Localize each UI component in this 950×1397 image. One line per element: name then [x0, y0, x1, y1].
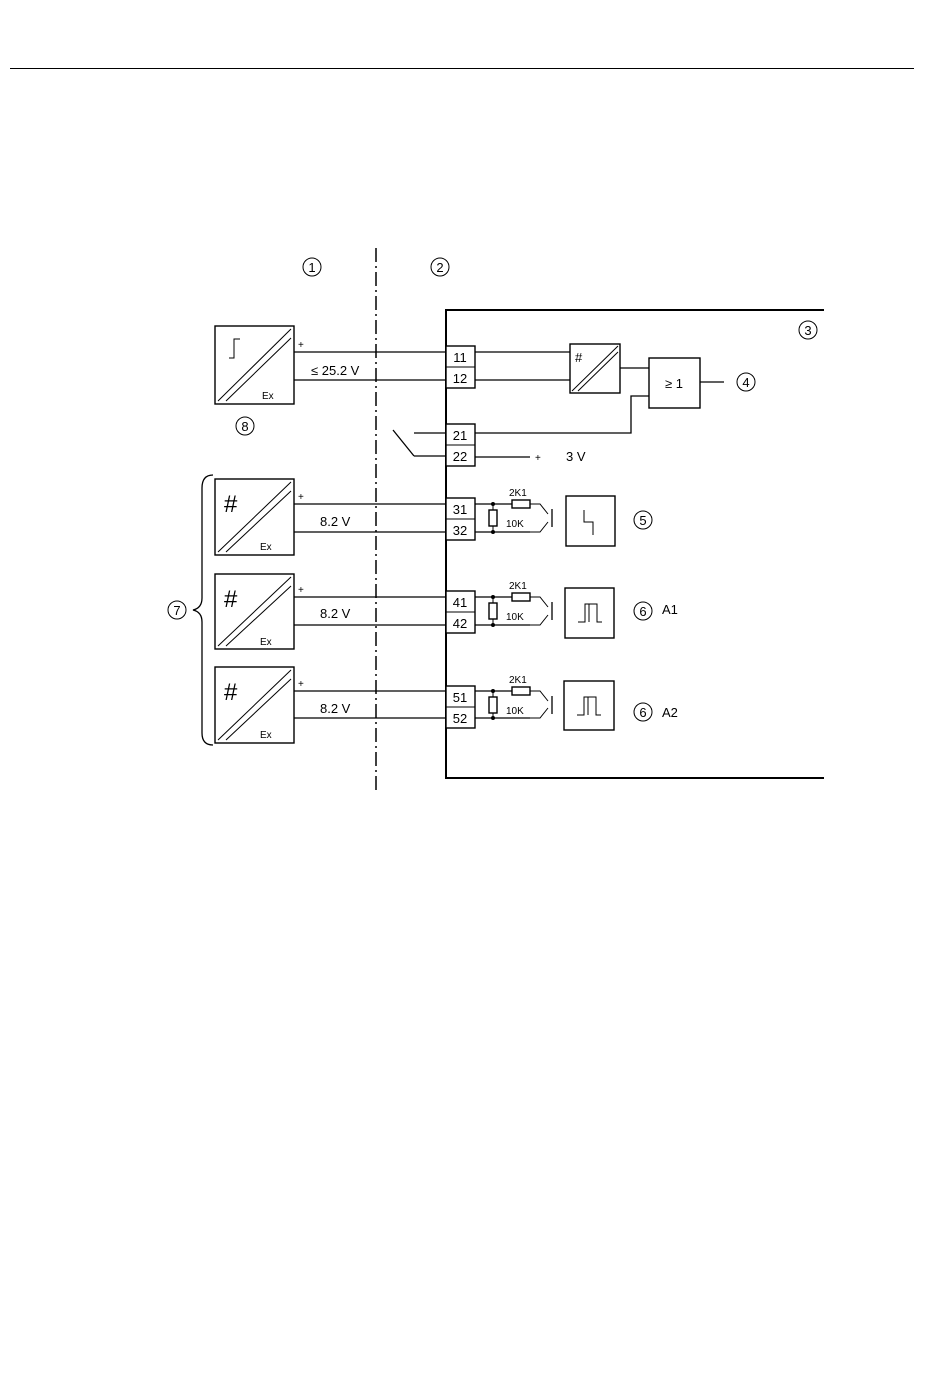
- callout-zone-1: 1: [303, 258, 321, 276]
- svg-text:4: 4: [742, 375, 749, 390]
- svg-text:2K1: 2K1: [509, 488, 527, 499]
- svg-text:12: 12: [453, 371, 467, 386]
- svg-text:10K: 10K: [506, 706, 524, 717]
- svg-text:≥ 1: ≥ 1: [665, 376, 683, 391]
- svg-text:6: 6: [639, 604, 646, 619]
- internal-converter: #: [570, 344, 620, 393]
- callout-6-a1: 6: [634, 602, 652, 620]
- svg-text:51: 51: [453, 690, 467, 705]
- output-label-a1: A1: [662, 602, 678, 617]
- svg-text:+: +: [298, 585, 304, 596]
- svg-text:32: 32: [453, 523, 467, 538]
- svg-text:2: 2: [436, 260, 443, 275]
- svg-text:2K1: 2K1: [509, 675, 527, 686]
- terminal-block-11-12: 11 12: [446, 346, 475, 388]
- input-circuit-1: 2K1 10K: [475, 488, 552, 534]
- svg-text:2K1: 2K1: [509, 581, 527, 592]
- sensor-voltage-label-2: 8.2 V: [320, 606, 351, 621]
- svg-text:3: 3: [804, 323, 811, 338]
- supply-isolator-module: Ex: [215, 326, 294, 404]
- callout-device-3: 3: [799, 321, 817, 339]
- resistor-2k1: [512, 500, 530, 508]
- terminal-block-41-42: 41 42: [446, 591, 475, 633]
- plus-sign: +: [298, 340, 304, 351]
- contact-voltage-label: 3 V: [566, 449, 586, 464]
- or-gate: ≥ 1: [649, 358, 700, 408]
- svg-text:#: #: [575, 350, 583, 365]
- svg-text:11: 11: [453, 350, 467, 365]
- input-circuit-3: 2K1 10K: [475, 675, 552, 720]
- svg-text:21: 21: [453, 428, 467, 443]
- output-label-a2: A2: [662, 705, 678, 720]
- pulse-output-block-a2: [564, 681, 614, 730]
- callout-5: 5: [634, 511, 652, 529]
- ex-label: Ex: [262, 391, 274, 402]
- svg-text:8: 8: [241, 419, 248, 434]
- svg-text:42: 42: [453, 616, 467, 631]
- fault-detector-block: [566, 496, 615, 546]
- svg-text:+: +: [298, 679, 304, 690]
- svg-text:7: 7: [173, 603, 180, 618]
- terminal-block-51-52: 51 52: [446, 686, 475, 728]
- plus-sign: +: [535, 453, 541, 464]
- callout-7: 7: [168, 601, 186, 619]
- callout-8: 8: [236, 417, 254, 435]
- sensor-module-2: # Ex: [215, 574, 294, 649]
- svg-text:6: 6: [639, 705, 646, 720]
- sensor-voltage-label-1: 8.2 V: [320, 514, 351, 529]
- callout-zone-2: 2: [431, 258, 449, 276]
- input-circuit-2: 2K1 10K: [475, 581, 552, 627]
- resistor-10k: [489, 510, 497, 526]
- pulse-output-block-a1: [565, 588, 614, 638]
- svg-text:5: 5: [639, 513, 646, 528]
- sensor-module-3: # Ex: [215, 667, 294, 743]
- contact-switch: [393, 430, 414, 456]
- svg-text:Ex: Ex: [260, 542, 272, 553]
- callout-4: 4: [737, 373, 755, 391]
- svg-text:52: 52: [453, 711, 467, 726]
- svg-text:1: 1: [308, 260, 315, 275]
- svg-text:10K: 10K: [506, 612, 524, 623]
- svg-text:Ex: Ex: [260, 730, 272, 741]
- svg-text:#: #: [224, 491, 238, 518]
- sensor-group-bracket: [193, 475, 213, 745]
- svg-text:+: +: [298, 492, 304, 503]
- svg-text:22: 22: [453, 449, 467, 464]
- svg-text:Ex: Ex: [260, 637, 272, 648]
- terminal-block-31-32: 31 32: [446, 498, 475, 540]
- callout-6-a2: 6: [634, 703, 652, 721]
- svg-text:41: 41: [453, 595, 467, 610]
- svg-text:31: 31: [453, 502, 467, 517]
- sensor-module-1: # Ex: [215, 479, 294, 555]
- sensor-voltage-label-3: 8.2 V: [320, 701, 351, 716]
- svg-text:10K: 10K: [506, 519, 524, 530]
- svg-text:#: #: [224, 586, 238, 613]
- svg-text:#: #: [224, 679, 238, 706]
- supply-voltage-label: ≤ 25.2 V: [311, 363, 360, 378]
- terminal-block-21-22: 21 22: [446, 424, 475, 466]
